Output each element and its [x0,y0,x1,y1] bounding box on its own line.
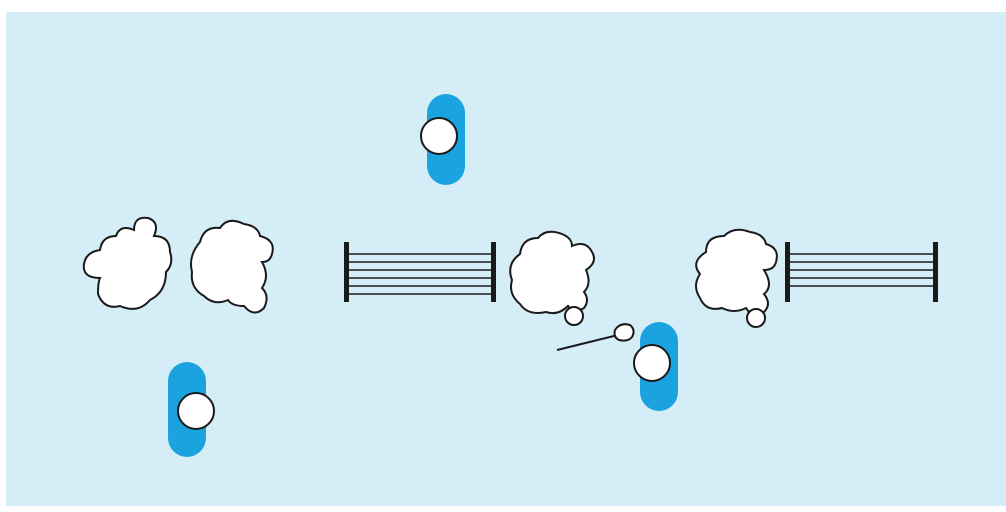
bush-icon [695,228,778,316]
bush-lobe [564,306,584,326]
bush-icon [82,216,173,310]
bench-right [785,242,938,302]
bench-leg [785,242,790,302]
person-head-icon [177,392,215,430]
bush-icon [190,219,274,314]
bench-leg [933,242,938,302]
hand-icon [613,323,635,342]
bush-icon [509,230,595,315]
person-bottom-left [168,362,215,457]
bush-3 [509,230,595,326]
bench-leg [491,242,496,302]
bush-1 [82,216,173,310]
person-top [420,94,465,185]
bush-4 [695,228,778,328]
person-head-icon [420,117,458,155]
bench-leg [344,242,349,302]
bench-left [344,242,496,302]
person-with-rod [556,322,678,411]
person-head-icon [633,344,671,382]
bush-lobe [746,308,766,328]
fishing-rod-icon [556,334,619,351]
bush-2 [190,219,274,314]
